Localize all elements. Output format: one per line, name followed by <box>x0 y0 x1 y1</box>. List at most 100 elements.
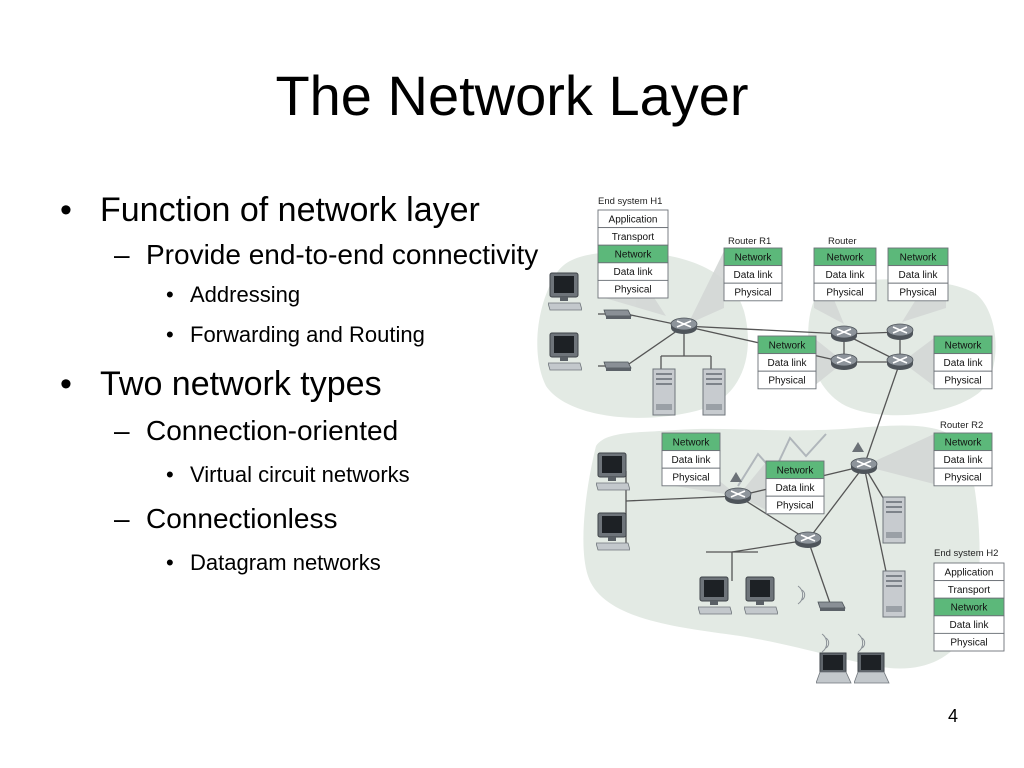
layer-label-data-link: Data link <box>944 358 984 369</box>
layer-label-transport: Transport <box>612 232 655 243</box>
layer-label-data-link: Data link <box>672 455 712 466</box>
layer-box <box>597 279 669 299</box>
layer-label-physical: Physical <box>826 288 863 299</box>
bullet-item: • Virtual circuit networks <box>58 456 558 494</box>
desktop-computer-icon <box>698 576 732 615</box>
bullet-marker: – <box>114 503 130 534</box>
bullet-marker: – <box>114 415 130 446</box>
link <box>807 465 865 541</box>
bullet-text: Forwarding and Routing <box>190 322 425 347</box>
router-icon <box>886 323 914 341</box>
router-icon <box>670 317 698 335</box>
bullet-text: Addressing <box>190 282 301 307</box>
layer-label-data-link: Data link <box>768 358 808 369</box>
bullet-marker: • <box>166 282 174 307</box>
layer-label-physical: Physical <box>672 473 709 484</box>
layer-box <box>933 370 993 390</box>
callout <box>902 338 934 386</box>
layer-label-network: Network <box>900 252 938 263</box>
layer-label-network: Network <box>735 252 773 263</box>
bullet-marker: • <box>166 550 174 575</box>
bullet-marker: • <box>166 462 174 487</box>
laptop-icon <box>816 652 852 684</box>
callout <box>688 251 724 324</box>
layer-label-physical: Physical <box>944 473 981 484</box>
layer-label-physical: Physical <box>950 638 987 649</box>
router-icon <box>886 353 914 371</box>
layer-label-data-link: Data link <box>734 270 774 281</box>
router-icon <box>830 325 858 343</box>
network-diagram: End system H1 Router R1 Router Router R2… <box>537 196 1005 684</box>
layer-label-data-link: Data link <box>614 267 654 278</box>
cloud-shape <box>537 252 748 418</box>
layer-label-physical: Physical <box>944 376 981 387</box>
layer-label-physical: Physical <box>768 376 805 387</box>
layer-label-network: Network <box>945 437 983 448</box>
end-devices <box>548 272 906 684</box>
layer-box <box>765 495 825 515</box>
link <box>863 361 901 467</box>
bullet-item: –Connectionless <box>58 500 558 538</box>
layer-label-network: Network <box>769 340 807 351</box>
layer-label-network: Network <box>777 465 815 476</box>
layer-box <box>757 370 817 390</box>
bullet-item: • Datagram networks <box>58 544 558 582</box>
layer-label-network: Network <box>951 603 989 614</box>
bullet-text: Virtual circuit networks <box>190 462 410 487</box>
layer-label-physical: Physical <box>734 288 771 299</box>
wireless-signal-icon <box>797 585 866 653</box>
bullet-item: • Addressing <box>58 276 558 314</box>
bullet-marker: – <box>114 239 130 270</box>
laptop-icon <box>854 652 890 684</box>
desktop-computer-icon <box>548 332 582 371</box>
layer-box <box>887 282 949 302</box>
router-icon <box>724 487 752 505</box>
layer-label-application: Application <box>945 567 994 578</box>
bullet-list: •Function of network layer –Provide end-… <box>58 186 558 582</box>
layer-label-physical: Physical <box>899 288 936 299</box>
layer-label-data-link: Data link <box>776 483 816 494</box>
bullet-marker: • <box>60 365 72 403</box>
layer-box <box>723 282 783 302</box>
bullet-text: Connectionless <box>146 503 338 534</box>
modem-icon <box>603 361 632 372</box>
layer-box <box>813 282 877 302</box>
server-icon <box>882 570 906 618</box>
layer-label-data-link: Data link <box>944 455 984 466</box>
slide-title: The Network Layer <box>275 64 749 127</box>
server-icon <box>652 368 676 416</box>
bullet-text: Connection-oriented <box>146 415 399 446</box>
router-icon <box>850 457 878 475</box>
link <box>625 325 685 367</box>
satellite-dish-icon <box>730 442 864 482</box>
bullet-marker: • <box>166 322 174 347</box>
bullet-text: Datagram networks <box>190 550 381 575</box>
end-system-h1-label: End system H1 <box>598 196 662 207</box>
bullet-marker: • <box>60 191 72 229</box>
desktop-computer-icon <box>596 452 630 491</box>
desktop-computer-icon <box>744 576 778 615</box>
bullet-item: –Connection-oriented <box>58 412 558 450</box>
bullet-item: •Two network types <box>58 360 558 408</box>
router-label: Router <box>828 236 857 247</box>
bullet-text: Function of network layer <box>100 191 480 229</box>
layer-label-physical: Physical <box>614 285 651 296</box>
layer-box <box>661 467 721 487</box>
wireless-link <box>737 433 827 487</box>
layer-label-data-link: Data link <box>899 270 939 281</box>
layer-label-network: Network <box>945 340 983 351</box>
layer-label-data-link: Data link <box>950 620 990 631</box>
link <box>737 495 809 541</box>
bullet-item: • Function of network layer <box>58 186 558 234</box>
layer-label-network: Network <box>615 250 653 261</box>
layer-box <box>933 632 1005 652</box>
router-r2-label: Router R2 <box>940 420 983 431</box>
